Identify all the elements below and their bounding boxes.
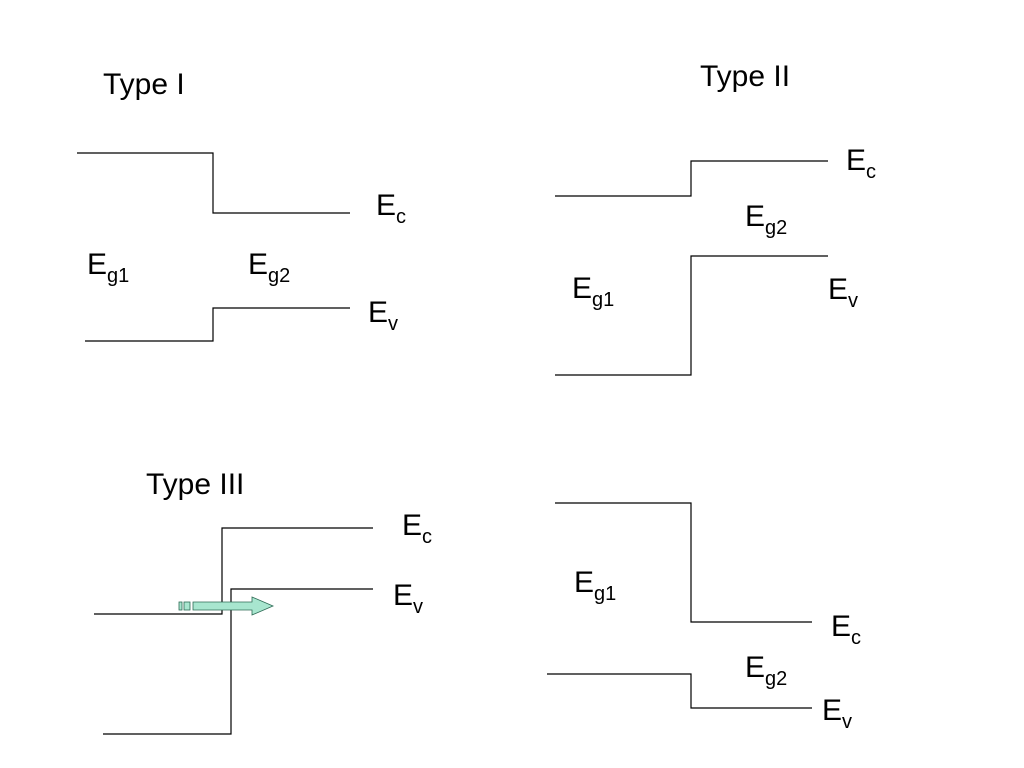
eg2-label-type-1: Eg2 (248, 248, 290, 287)
ev-label-type-1: Ev (368, 296, 398, 335)
eg2-label-type-2: Eg2 (745, 200, 787, 239)
panel-type-1: Type I Ec Ev Eg1 Eg2 (77, 68, 406, 342)
panel-title-type-3: Type III (146, 468, 244, 501)
ec-label-type-2: Ec (846, 144, 876, 183)
eg1-label-type-2: Eg1 (572, 272, 614, 311)
panel-type-3: Type III Ec Ev (94, 468, 432, 735)
eg2-label-type-4: Eg2 (745, 651, 787, 690)
conduction-band-edge-type-1 (77, 152, 350, 214)
ec-label-type-1: Ec (376, 189, 406, 228)
panel-type-4: Eg1 Ec Eg2 Ev (547, 502, 861, 733)
valence-band-edge-type-4 (547, 673, 812, 709)
valence-band-edge-type-2 (555, 255, 828, 376)
ev-label-type-4: Ev (822, 694, 852, 733)
conduction-band-edge-type-2 (555, 160, 828, 197)
ec-label-type-4: Ec (831, 610, 861, 649)
ev-label-type-2: Ev (828, 273, 858, 312)
eg1-label-type-4: Eg1 (574, 566, 616, 605)
conduction-band-edge-type-4 (555, 502, 812, 623)
ev-label-type-3: Ev (393, 579, 423, 618)
tunneling-arrow-icon (178, 596, 275, 616)
panel-title-type-1: Type I (103, 68, 185, 101)
conduction-band-edge-type-3 (94, 527, 373, 615)
ec-label-type-3: Ec (402, 509, 432, 548)
valence-band-edge-type-3 (103, 588, 373, 735)
panel-title-type-2: Type II (700, 60, 790, 93)
eg1-label-type-1: Eg1 (87, 248, 129, 287)
panel-type-2: Type II Ec Ev Eg1 Eg2 (555, 60, 876, 376)
valence-band-edge-type-1 (85, 307, 350, 342)
